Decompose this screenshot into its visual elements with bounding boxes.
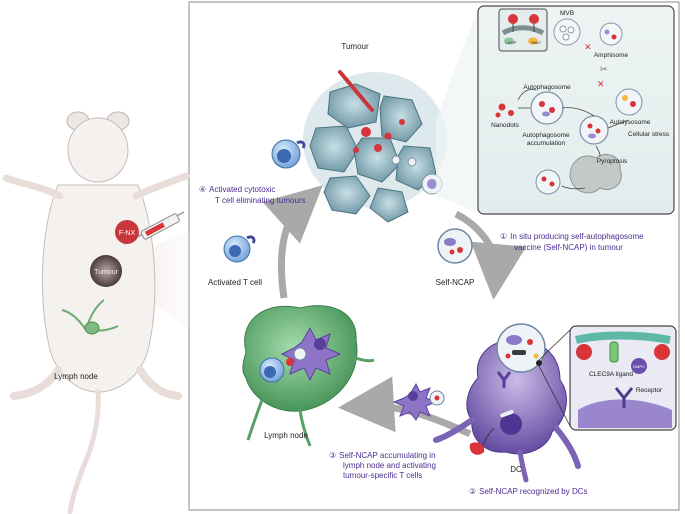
mouse-illustration [2,111,190,514]
svg-text:lymph node and activating: lymph node and activating [343,461,436,470]
activated-t-cell-label: Activated T cell [208,278,262,287]
autophagy-inset: LAMP Rab7 MVB Amphisome ✕ ✕ Autophagosom… [436,5,675,215]
svg-text:✂: ✂ [600,64,608,74]
self-ncap-particle [437,228,473,264]
tumour-title: Tumour [341,42,369,51]
receptor-inset: DMPC CLEC9A ligand Receptor [536,325,677,431]
svg-text:vaccine (Self-NCAP) in tumour: vaccine (Self-NCAP) in tumour [514,243,623,252]
mouse-tumour-label: Tumour [94,269,119,276]
lymph-node-label: Lymph node [264,431,308,440]
cytotoxic-t-cell [271,139,306,169]
dmpc-label: DMPC [633,364,645,369]
pyroptosis-label: Pyroptosis [597,158,628,165]
fnx-drop [115,220,139,244]
mouse-tumour [90,255,122,287]
syringe-icon [123,211,185,245]
dc-label: DC [510,465,522,474]
lymph-node [242,305,375,447]
svg-text:T cell eliminating tumours: T cell eliminating tumours [215,196,306,205]
receptor-label: Receptor [636,387,663,394]
mouse-lymph-node-label: Lymph node [54,372,98,381]
clec9a-label: CLEC9A ligand [589,371,633,378]
accumulation-label-1: Autophagosome [522,132,570,139]
svg-text:①In situ producing self-autoph: ①In situ producing self-autophagosome [500,232,644,241]
nanodots-label: Nanodots [491,122,520,129]
amphisome-label: Amphisome [594,52,629,59]
tumour-cluster [303,70,447,223]
migrating-dc [392,382,445,421]
svg-text:✕: ✕ [597,79,605,89]
accumulation-label-2: accumulation [527,140,566,147]
svg-text:LAMP: LAMP [506,40,517,45]
activated-t-cell [223,235,256,263]
self-ncap-binding [496,323,546,373]
autophagosome-label: Autophagosome [523,84,571,91]
fnx-label: F-NX [119,230,136,237]
cellular-stress-label: Cellular stress [628,131,670,138]
svg-text:tumour-specific T cells: tumour-specific T cells [343,471,422,480]
self-ncap-label: Self-NCAP [436,278,475,287]
autolysosome-label: Autolysosome [610,119,651,126]
svg-text:Rab7: Rab7 [531,40,541,45]
arrow-tumour-to-self-ncap [454,210,527,300]
svg-text:✕: ✕ [584,42,592,52]
arrow-lymph-to-tumour [262,185,323,299]
mvb-label: MVB [560,10,574,17]
